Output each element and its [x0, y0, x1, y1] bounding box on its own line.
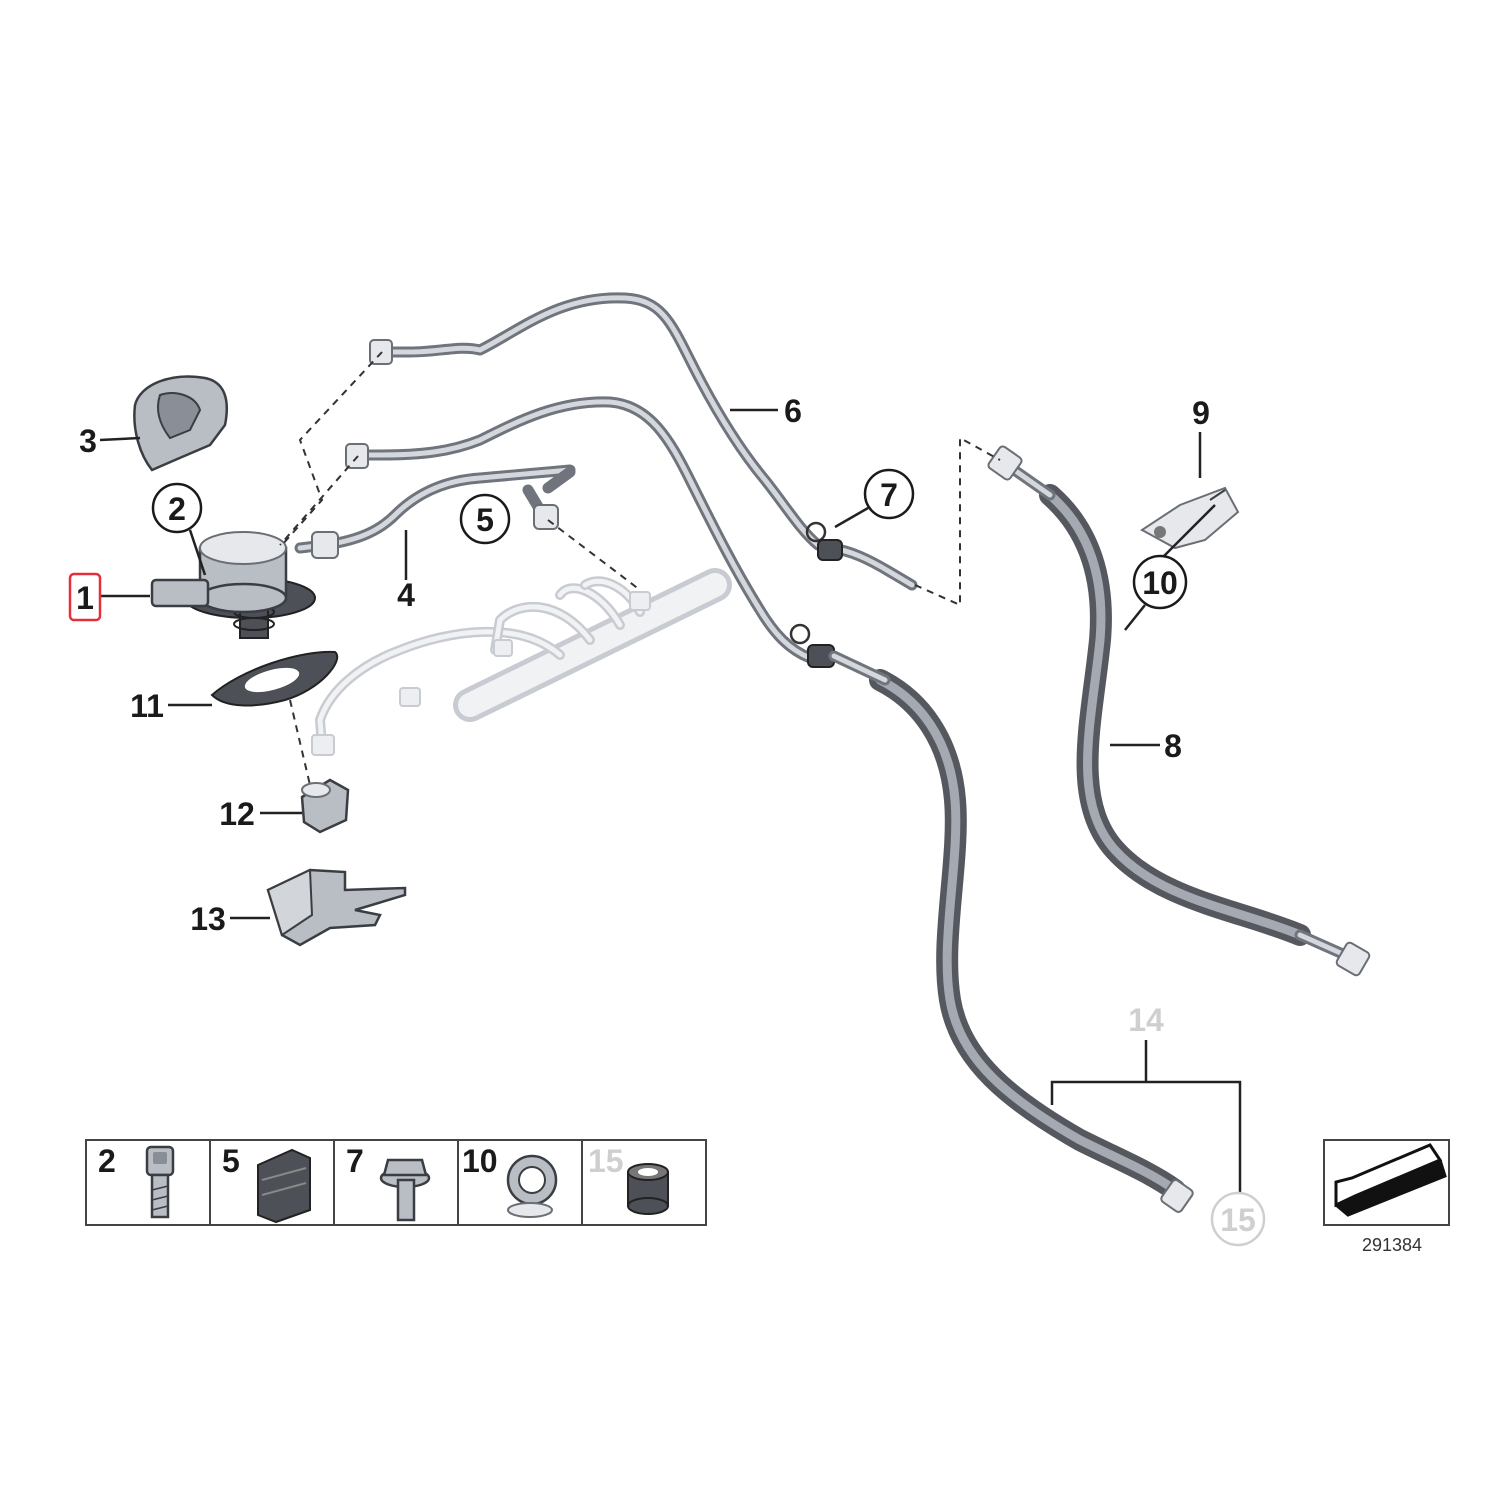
- hose-bracket: [1140, 486, 1240, 550]
- callout-8[interactable]: 8: [1164, 728, 1182, 764]
- callout-14[interactable]: 14: [1128, 1002, 1164, 1038]
- pump-cover: [133, 375, 229, 472]
- leader-lines: [99, 408, 1242, 1195]
- flange-bolt-icon: [379, 1158, 431, 1222]
- parts-cell-label: 7: [346, 1143, 364, 1179]
- grommet-icon: [257, 1148, 311, 1224]
- highlight-box: [68, 572, 102, 622]
- callout-13[interactable]: 13: [190, 901, 226, 937]
- callout-circle-2: [151, 482, 203, 534]
- callout-4[interactable]: 4: [397, 577, 415, 613]
- callout-circle-5: [459, 493, 511, 545]
- callout-6[interactable]: 6: [784, 393, 802, 429]
- high-pressure-pump: [150, 531, 316, 639]
- callout-circle-10: [1132, 554, 1188, 610]
- assembly-lines: [279, 351, 1001, 786]
- gasket: [210, 650, 338, 707]
- callout-15[interactable]: 15: [1220, 1202, 1256, 1238]
- callout-5[interactable]: 5: [476, 502, 494, 538]
- fuel-rail-ghost: [311, 568, 732, 756]
- callout-1[interactable]: 1: [76, 580, 94, 616]
- callout-2[interactable]: 2: [168, 491, 186, 527]
- clamp-icon: [506, 1154, 558, 1218]
- fuel-hose-left: [828, 650, 1194, 1213]
- callout-7[interactable]: 7: [880, 477, 898, 513]
- sealing-ring-icon: [627, 1163, 669, 1215]
- callout-9[interactable]: 9: [1192, 395, 1210, 431]
- callout-11[interactable]: 11: [130, 688, 164, 724]
- bolt-icon: [145, 1145, 175, 1219]
- parts-cell-label: 15: [588, 1143, 624, 1179]
- parts-cell-label: 5: [222, 1143, 240, 1179]
- callout-12[interactable]: 12: [219, 796, 255, 832]
- fuel-line-4: [294, 464, 576, 559]
- fuel-hose-8: [987, 445, 1371, 977]
- callout-10[interactable]: 10: [1142, 565, 1178, 601]
- diagram-number: 291384: [1362, 1235, 1422, 1255]
- bracket: [266, 868, 407, 947]
- direction-box: [1323, 1139, 1450, 1226]
- high-pressure-line-lower: [345, 396, 835, 668]
- high-pressure-line-6: [369, 292, 918, 591]
- callout-circle-15: [1210, 1191, 1266, 1247]
- callout-circle-7: [863, 468, 915, 520]
- parts-cell-label: 10: [462, 1143, 498, 1179]
- front-direction-arrow-icon: [1334, 1143, 1447, 1217]
- parts-cell-label: 2: [98, 1143, 116, 1179]
- parts-table: 2 5 7 10 15: [85, 1139, 707, 1226]
- sleeve: [300, 778, 350, 834]
- callout-3[interactable]: 3: [79, 423, 97, 459]
